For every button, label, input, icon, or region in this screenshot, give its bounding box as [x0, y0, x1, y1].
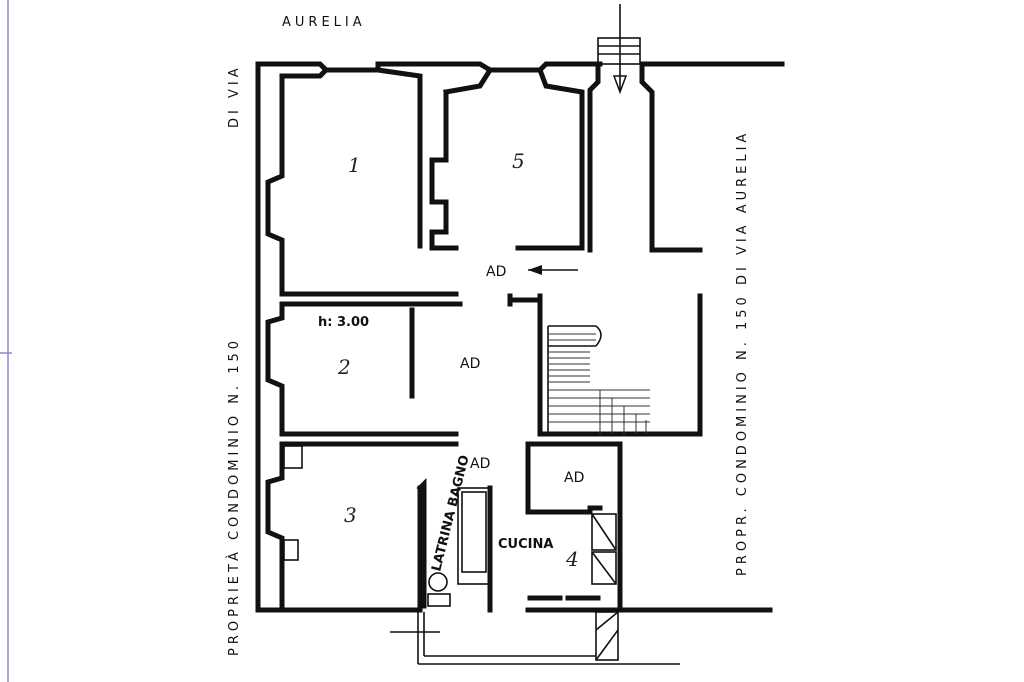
height-label: h: 3.00 — [318, 315, 369, 330]
kitchen-anteroom-label: AD — [564, 470, 584, 486]
flue-corridor — [587, 4, 703, 253]
room-4-number: 4 — [565, 547, 579, 571]
chimney-arrow-icon — [612, 75, 628, 95]
corridor-label-middle: AD — [460, 356, 480, 372]
room-3-walls — [265, 441, 459, 609]
bathroom-walls — [416, 477, 493, 613]
bathroom-label: LATRINA BAGNO — [429, 454, 472, 573]
left-side-label: PROPRIETÀ CONDOMINIO N. 150 — [226, 337, 242, 656]
kitchen-walls — [525, 441, 623, 613]
street-top-label: AURELIA — [282, 15, 366, 30]
left-street-prefix: DI VIA — [227, 64, 242, 128]
room-2-number: 2 — [337, 355, 351, 379]
arrow-left-icon — [528, 265, 578, 275]
outer-walls — [255, 61, 785, 613]
room-3-number: 3 — [344, 503, 357, 527]
room-2-walls — [265, 301, 463, 437]
kitchen-label: CUCINA — [498, 537, 553, 552]
room-5-walls — [429, 66, 585, 251]
room-5-number: 5 — [512, 149, 525, 173]
toilet-icon — [428, 572, 448, 592]
balcony — [390, 611, 680, 665]
corridor-label-bottom: AD — [470, 456, 490, 472]
right-side-label: PROPR. CONDOMINIO N. 150 DI VIA AURELIA — [735, 130, 750, 576]
room-1-number: 1 — [348, 153, 361, 177]
staircase-icon — [507, 293, 703, 437]
corridor-label-top: AD — [486, 264, 506, 280]
room-1-walls — [265, 66, 459, 297]
